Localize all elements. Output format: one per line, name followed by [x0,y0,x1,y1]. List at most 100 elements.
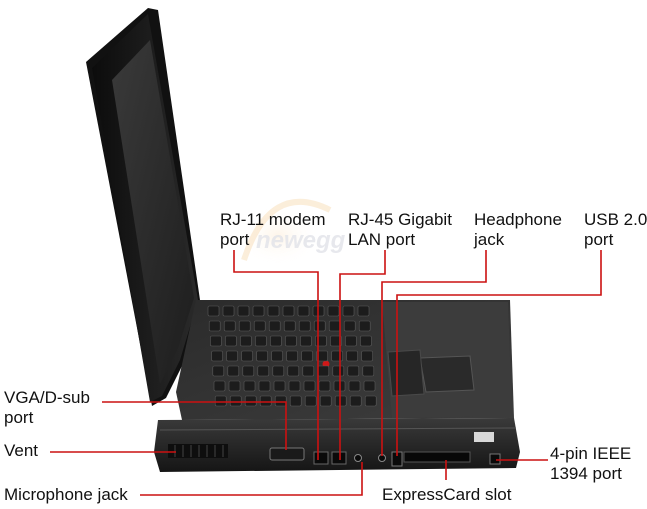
keyboard-key [348,380,361,392]
keyboard-key [342,305,355,317]
callout-rj11-line2: port [220,230,250,249]
expresscard-slot-shape [403,451,471,463]
keyboard-key [214,395,227,407]
keyboard-key [343,320,356,332]
keyboard-key [289,395,302,407]
callout-vga: VGA/D-sub port [4,388,90,428]
keyboard-key [302,365,315,377]
keyboard-key [228,380,241,392]
keyboard-key [274,395,287,407]
keyboard-key [243,380,256,392]
keyboard-key [297,305,310,317]
keyboard-key [237,305,250,317]
callout-rj45: RJ-45 Gigabit LAN port [348,210,452,250]
keyboard-key [226,350,238,362]
touchpad [419,355,475,393]
keyboard-key [313,320,326,332]
keyboard-key [213,380,226,392]
keyboard-key [360,335,372,347]
keyboard-key [283,320,296,332]
keyboard-key [271,350,283,362]
keyboard-key [285,335,297,347]
callout-ieee1394-line2: 1394 port [550,464,622,483]
keyboard-key [362,365,375,377]
keyboard-key [227,365,240,377]
keyboard-key [210,335,222,347]
keyboard-key [252,305,265,317]
keyboard-keys [207,305,377,407]
keyboard-key [347,365,360,377]
callout-vent-line1: Vent [4,441,39,460]
keyboard-key [256,350,268,362]
keyboard-key [208,320,221,332]
callout-vga-line2: port [4,408,34,427]
screen-panel [112,40,194,384]
callout-expresscard-line1: ExpressCard slot [382,485,512,504]
callout-headphone: Headphone jack [474,210,562,250]
keyboard-key [286,350,298,362]
keyboard-key [244,395,257,407]
keyboard-key [255,335,267,347]
vga-port-shape [269,447,305,461]
rj11-port-shape [313,451,329,465]
service-sticker [474,432,494,442]
keyboard-key [304,395,317,407]
keyboard-key [330,335,342,347]
keyboard-key [312,305,325,317]
keyboard-key [258,380,271,392]
callout-headphone-line2: jack [474,230,505,249]
keyboard-key [300,335,312,347]
callout-rj45-line1: RJ-45 Gigabit [348,210,452,229]
keyboard-key [319,395,332,407]
keyboard-key [318,380,331,392]
keyboard-key [212,365,225,377]
vent-grille [168,444,228,458]
keyboard-key [267,305,280,317]
keyboard-key [331,350,343,362]
keyboard-key [358,320,371,332]
callout-microphone: Microphone jack [4,485,128,505]
keyboard-key [328,320,341,332]
watermark-text: newegg [256,227,346,254]
keyboard-key [257,365,270,377]
keyboard-key [225,335,237,347]
keyboard-key [253,320,266,332]
rj45-port-shape [331,451,347,465]
keyboard-key [211,350,223,362]
keyboard-key [270,335,282,347]
keyboard-key [315,335,327,347]
keyboard-key [332,365,345,377]
ieee1394-port-shape [489,453,501,465]
callout-headphone-line1: Headphone [474,210,562,229]
keyboard-key [287,365,300,377]
keyboard-key [349,395,362,407]
keyboard-key [222,305,235,317]
keyboard-key [363,380,376,392]
touchpad-buttons [387,349,425,397]
keyboard-key [272,365,285,377]
keyboard-key [259,395,272,407]
callout-vga-line1: VGA/D-sub [4,388,90,407]
keyboard-key [207,305,220,317]
usb-port-shape [391,451,403,467]
callout-ieee1394-line1: 4-pin IEEE [550,444,632,463]
keyboard-key [317,365,330,377]
callout-rj11: RJ-11 modem port [220,210,326,250]
keyboard-key [238,320,251,332]
keyboard-key [273,380,286,392]
keyboard-key [316,350,328,362]
keyboard-key [282,305,295,317]
keyboard-key [242,365,255,377]
callout-rj45-line2: LAN port [348,230,416,249]
callout-vent: Vent [4,441,38,461]
keyboard-key [334,395,347,407]
callout-microphone-line1: Microphone jack [4,485,128,504]
keyboard-key [229,395,242,407]
callout-expresscard: ExpressCard slot [382,485,511,505]
keyboard-key [345,335,357,347]
keyboard-key [361,350,373,362]
keyboard-key [301,350,313,362]
headphone-jack-shape [378,454,386,462]
callout-usb: USB 2.0 port [584,210,647,250]
keyboard-key [333,380,346,392]
